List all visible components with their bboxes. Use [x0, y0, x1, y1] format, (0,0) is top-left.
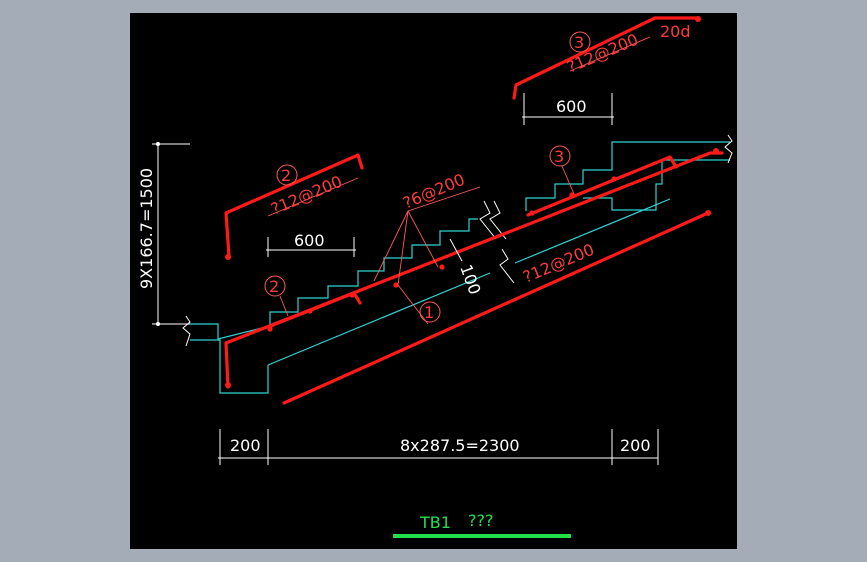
upper-stair-steps [525, 141, 730, 211]
dist-spec-underline [407, 186, 481, 212]
dim-bottom-middle: 8x287.5=2300 [400, 436, 520, 455]
dim-bottom-left: 200 [230, 436, 261, 455]
dist-bar-dot [611, 176, 617, 182]
bar3-end-dot [695, 16, 701, 22]
dist-bar-dot [393, 282, 399, 288]
height-dimension: 9X166.7=1500 [137, 168, 156, 289]
break-mark-left [182, 315, 191, 347]
stair-section-drawing: 2 3 2 3 1 ?12@200 ?12@200 20d ?6@200 ?12… [137, 16, 733, 538]
dist-leader [373, 210, 409, 282]
break-mark-mid-b [489, 200, 507, 240]
bar1-end-dot [225, 382, 231, 388]
dim-bar2-length: 600 [294, 231, 325, 250]
bottom-bar-end-dot [705, 210, 711, 216]
dist-bar-dot [267, 326, 273, 332]
height-dim-tick [156, 142, 160, 146]
dim-cover: 100 [456, 262, 484, 297]
dist-bar-dot [439, 264, 445, 270]
drawing-canvas: 2 3 2 3 1 ?12@200 ?12@200 20d ?6@200 ?12… [130, 13, 737, 549]
break-mark-right [724, 134, 733, 164]
dist-bar-dot [307, 308, 313, 314]
dim-bottom-right: 200 [620, 436, 651, 455]
upper-landing-bottom [583, 159, 730, 211]
bar3-spec-underline [569, 36, 651, 72]
dist-bar-dot [349, 292, 355, 298]
bar3-inplace-rebar [526, 155, 678, 217]
dim-bar3-length: 600 [556, 97, 587, 116]
bar3-inplace-leader [561, 165, 575, 195]
drawing-title-suffix: ??? [468, 511, 493, 530]
bar1-mark-circle [419, 301, 441, 323]
bar2-inplace-leader [279, 295, 289, 317]
bar3-inplace-mark-circle [549, 145, 571, 167]
dist-leader [407, 210, 439, 268]
dimension-lines [152, 93, 659, 465]
bar3-mark: 3 [574, 33, 584, 52]
waist-soffit-upper [514, 198, 671, 264]
bar2-inplace-rebar [266, 291, 362, 329]
title-underline [393, 534, 571, 538]
drawing-title: TB1 [419, 513, 451, 532]
left-landing-bottom [190, 339, 269, 394]
bar1-top-dot [713, 148, 719, 154]
bar3-mark-circle [569, 31, 591, 53]
bar3-anchor: 20d [660, 22, 691, 41]
dist-leader [397, 210, 409, 286]
left-landing-top [190, 218, 478, 340]
bar1-leader [397, 284, 429, 325]
leader-lines [267, 36, 651, 325]
bar2-mark: 2 [281, 166, 291, 185]
cover-dim [449, 238, 463, 262]
dist-bar-dot [569, 192, 575, 198]
bar3-detail-rebar [512, 16, 700, 100]
stair-concrete-outline [182, 134, 733, 394]
waist-soffit [267, 272, 491, 366]
bar1-mark: 1 [424, 303, 434, 322]
bottom-long-rebar [282, 211, 710, 405]
height-dim-tick [156, 322, 160, 326]
break-mark-mid-a [479, 200, 497, 240]
distribution-spec: ?6@200 [400, 170, 467, 213]
bar2-mark-circle [276, 164, 298, 186]
break-mark-mid-c [499, 248, 515, 284]
bar2-inplace-mark: 2 [269, 277, 279, 296]
bar2-spec-underline [267, 177, 359, 217]
bar2-inplace-mark-circle [264, 275, 286, 297]
bar3-inplace-mark: 3 [554, 147, 564, 166]
rebar-group [224, 16, 724, 405]
bar2-end-dot [225, 254, 231, 260]
mark-circles [264, 31, 591, 323]
dist-bar-dot [529, 210, 535, 216]
